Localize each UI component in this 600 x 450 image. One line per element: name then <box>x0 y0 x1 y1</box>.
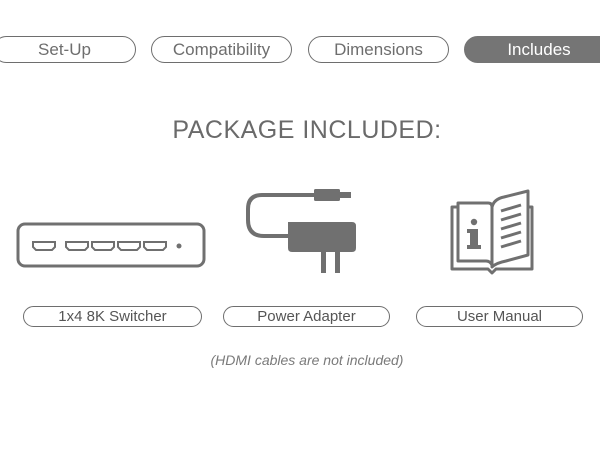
tab-includes[interactable]: Includes <box>464 36 600 63</box>
hdmi-switcher-icon <box>16 222 206 268</box>
user-manual-icon <box>450 189 534 275</box>
switcher-label: 1x4 8K Switcher <box>23 306 202 327</box>
power-adapter-icon <box>246 189 356 273</box>
tab-dimensions[interactable]: Dimensions <box>308 36 449 63</box>
page-title: PACKAGE INCLUDED: <box>172 116 442 144</box>
user-manual-label: User Manual <box>416 306 583 327</box>
cables-note: (HDMI cables are not included) <box>210 352 404 368</box>
tab-set-up[interactable]: Set-Up <box>0 36 136 63</box>
power-adapter-label: Power Adapter <box>223 306 390 327</box>
tab-compatibility[interactable]: Compatibility <box>151 36 292 63</box>
